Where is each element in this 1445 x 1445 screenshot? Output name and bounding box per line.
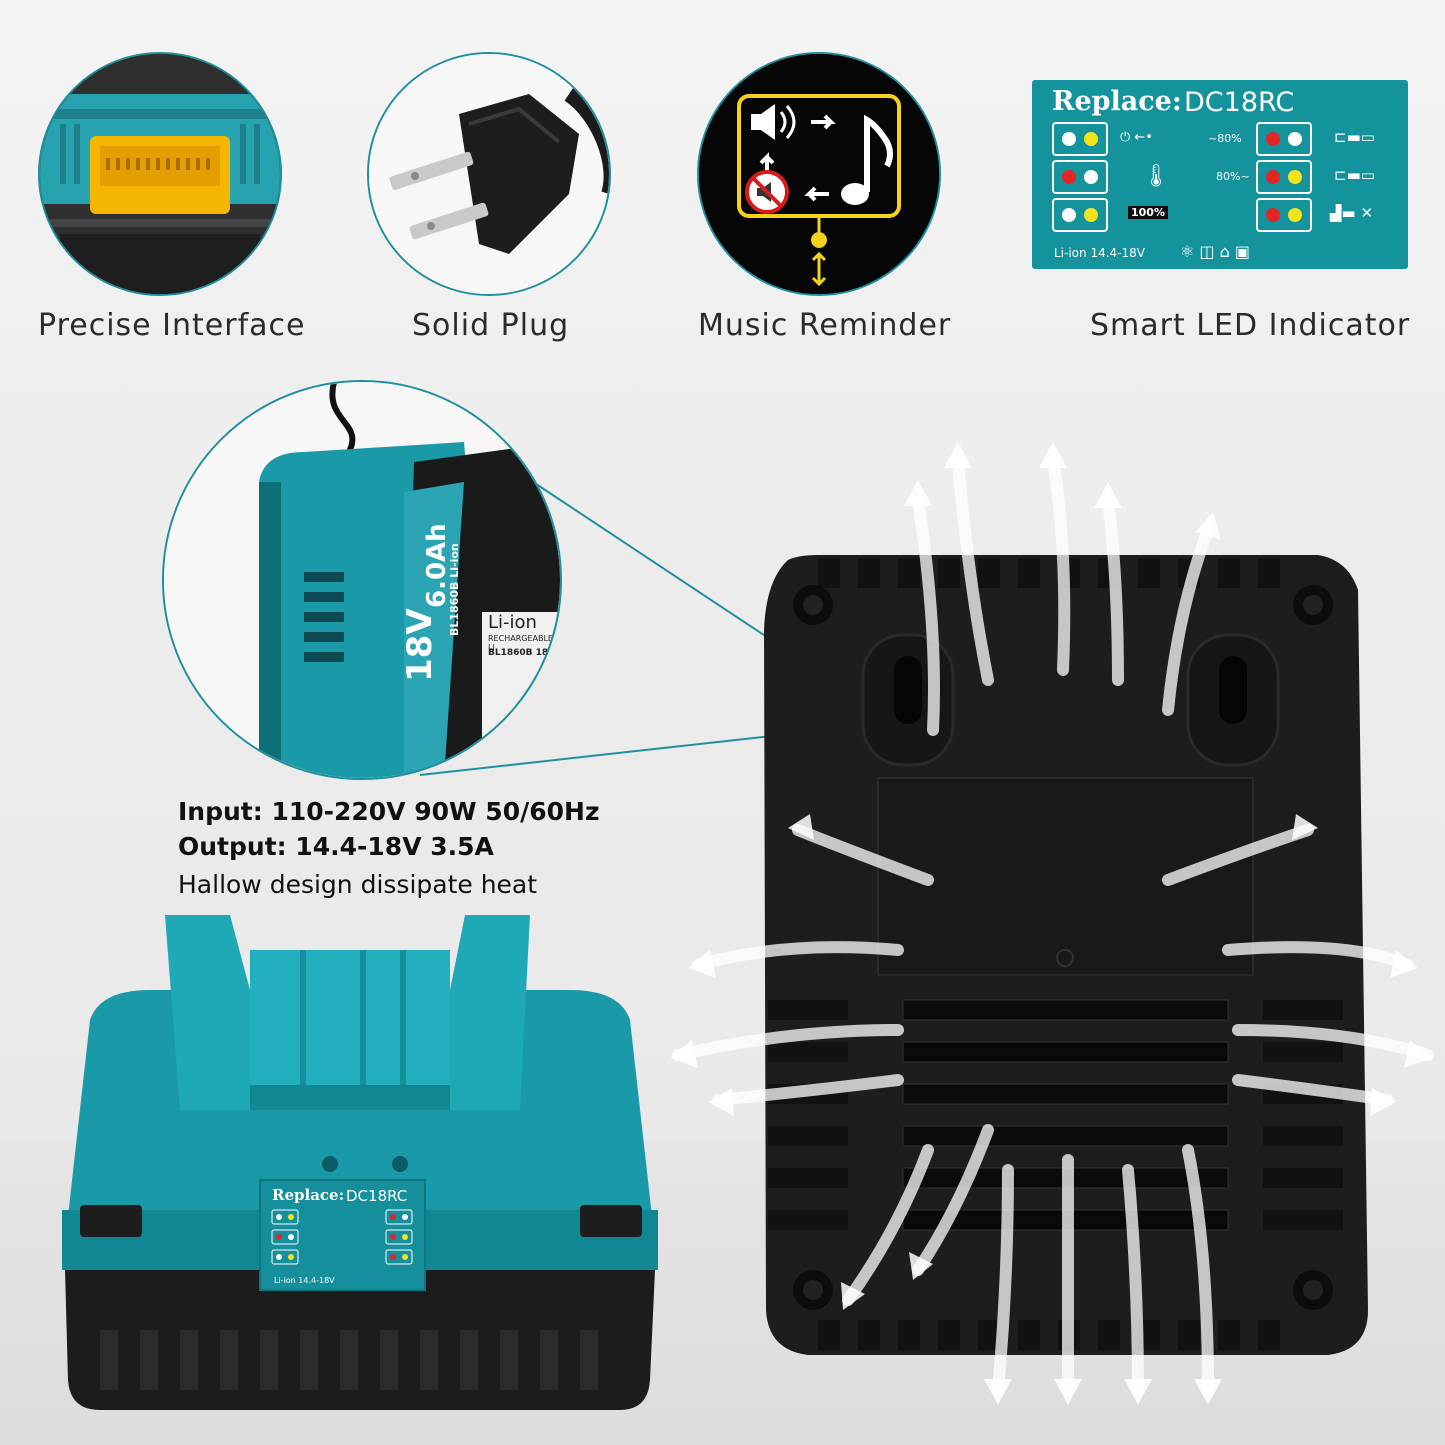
music-reminder-circle bbox=[697, 52, 941, 296]
panel-li-ion: Li-ion 14.4-18V bbox=[1054, 246, 1145, 260]
led-box-3 bbox=[1052, 198, 1108, 232]
solid-plug-circle bbox=[367, 52, 611, 296]
music-note-icon bbox=[699, 54, 939, 294]
safety-symbols-icon: ⚛ ◫ ⌂ ▣ bbox=[1180, 242, 1250, 261]
battery-voltage-label: 18V bbox=[400, 608, 440, 682]
charger-bottom-view bbox=[670, 442, 1434, 1405]
battery-rechargeable-label: RECHARGEABLE LI bbox=[488, 634, 553, 652]
charger-front-view bbox=[62, 915, 658, 1410]
charger-with-battery-closeup bbox=[164, 382, 560, 778]
led-box-2 bbox=[1052, 160, 1108, 194]
panel-percent-80: 80%~ bbox=[1216, 170, 1250, 183]
charger-label-brand: Replace: bbox=[272, 1186, 345, 1204]
battery-chemistry-label: Li-ion bbox=[488, 612, 537, 633]
spec-input: Input: 110-220V 90W 50/60Hz bbox=[178, 797, 600, 826]
feature-label-solid-plug: Solid Plug bbox=[412, 308, 570, 343]
spec-note: Hallow design dissipate heat bbox=[178, 870, 538, 899]
panel-percent-80-approx: ~80% bbox=[1208, 132, 1242, 145]
power-plug-icon bbox=[369, 54, 609, 294]
led-box-4 bbox=[1256, 122, 1312, 156]
thermometer-icon: 🌡︎ bbox=[1142, 164, 1170, 189]
led-box-6 bbox=[1256, 198, 1312, 232]
led-indicator-panel: Replace: DC18RC ⏻ ←• 🌡︎ 100% ~80% 80%~ ⊏… bbox=[1032, 80, 1408, 269]
charger-label-model: DC18RC bbox=[346, 1187, 408, 1205]
spec-output: Output: 14.4-18V 3.5A bbox=[178, 832, 494, 861]
led-box-1 bbox=[1052, 122, 1108, 156]
panel-brand: Replace: bbox=[1052, 86, 1182, 117]
feature-label-music-reminder: Music Reminder bbox=[698, 308, 952, 343]
led-box-5 bbox=[1256, 160, 1312, 194]
battery-fault-icon: ▟▬ ✕ bbox=[1330, 204, 1374, 222]
battery-zoom-circle: 18V 6.0Ah BL1860B Li-ion Li-ion RECHARGE… bbox=[162, 380, 562, 780]
battery-charging-icon: ⊏▬▭ bbox=[1334, 128, 1375, 146]
panel-percent-100: 100% bbox=[1128, 206, 1168, 219]
battery-half-icon: ⊏▬▭ bbox=[1334, 166, 1375, 184]
power-plug-symbol-icon: ⏻ ←• bbox=[1120, 130, 1153, 145]
battery-model-line: BL1860B 18V bbox=[488, 648, 556, 658]
battery-model-small: BL1860B Li-ion bbox=[448, 543, 461, 636]
feature-label-smart-led: Smart LED Indicator bbox=[1090, 308, 1411, 343]
charger-label-li-ion: Li-ion 14.4-18V bbox=[274, 1276, 335, 1285]
feature-label-precise-interface: Precise Interface bbox=[38, 308, 306, 343]
panel-model: DC18RC bbox=[1184, 87, 1295, 118]
